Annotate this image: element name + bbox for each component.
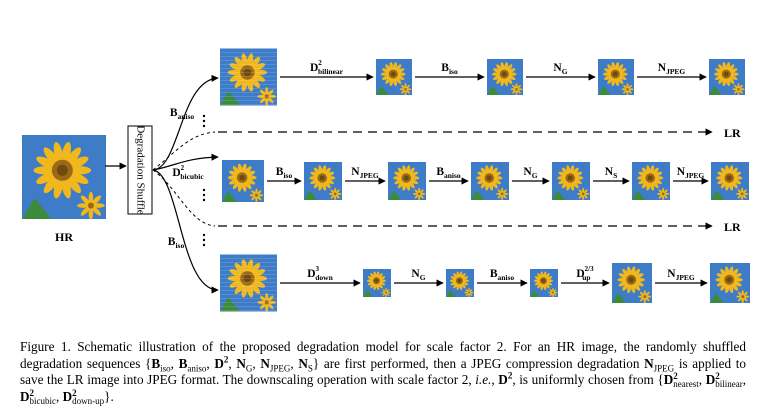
caption-jpeg-op: NJPEG [644, 355, 675, 374]
branch-dashed-upper [152, 131, 216, 171]
branch-op-bottom: Biso [168, 236, 185, 250]
pipeline-1-image-5 [709, 59, 745, 96]
branch-op-label-top: Baniso [170, 107, 195, 121]
pipeline-2-image-3 [388, 162, 426, 201]
pipeline-2-op-4: NG [523, 166, 537, 180]
caption-text-2: } are first performed, then a JPEG compr… [312, 355, 645, 371]
pipeline-3-image-2 [363, 269, 391, 298]
figure-caption: Figure 1. Schematic illustration of the … [20, 339, 746, 405]
pipeline-1-image-2 [376, 59, 412, 96]
pipeline-2-op-3: Baniso [436, 166, 461, 180]
lr-label-upper: LR [724, 126, 741, 140]
pipeline-1-image-4 [598, 59, 634, 96]
pipeline-3-op-5: NJPEG [667, 268, 695, 282]
pipeline-2-image-4 [471, 162, 509, 201]
caption-text-5: , is uniformly chosen from { [512, 372, 664, 388]
lr-label-lower: LR [724, 220, 741, 234]
hr-image-flower [22, 135, 106, 220]
pipeline-2-image-5 [552, 162, 590, 201]
caption-text-4: , [491, 372, 499, 388]
branch-op-top: Baniso [170, 107, 195, 121]
pipeline-3-op-3: Baniso [490, 268, 515, 282]
pipeline-3-op-2: NG [411, 268, 425, 282]
pipeline-3-image-3 [446, 269, 474, 298]
caption-text-6: }. [104, 388, 114, 404]
pipeline-1-op-3: NG [553, 62, 567, 76]
pipeline-3-image-6 [710, 263, 750, 304]
pipeline-3-image-5 [612, 263, 652, 304]
branch-op-label-bottom: Biso [168, 236, 185, 250]
pipeline-2-op-5: NS [605, 166, 617, 180]
pipeline-1-op-4: NJPEG [658, 62, 686, 76]
pipeline-2-op-1: Biso [276, 166, 293, 180]
caption-ie: i.e. [475, 372, 492, 388]
branch-arrow-middle [152, 153, 219, 171]
pipeline-2-op-6: NJPEG [677, 166, 705, 180]
ellipsis-dots [202, 114, 206, 247]
pipeline-2-image-1 [222, 160, 264, 203]
hr-label: HR [55, 230, 73, 244]
degradation-shuffle-box [127, 125, 153, 215]
branch-arrow-bottom [152, 169, 219, 294]
pipeline-1-image-3 [487, 59, 523, 96]
branch-arrow-top [152, 74, 219, 171]
pipeline-3-image-4 [530, 269, 558, 298]
pipeline-2-image-6 [632, 162, 670, 201]
pipeline-2-image-7 [711, 162, 749, 201]
caption-text-3: is applied to save the LR image into JPE… [20, 355, 747, 388]
caption-d2-op: D2 [498, 370, 513, 388]
pipeline-2-image-2 [304, 162, 342, 201]
hr-sunflower-image [22, 135, 106, 220]
pipeline-1-op-2: Biso [441, 62, 458, 76]
degradation-shuffle-label: Degradation Shuffle [134, 125, 146, 214]
pipeline-2-op-2: NJPEG [351, 166, 379, 180]
pipeline-3-image-1 [220, 254, 277, 312]
caption-degradation-set: Biso, Baniso, D2, NG, NJPEG, NS [151, 354, 313, 374]
caption-text-1: Figure 1. Schematic illustration of the … [20, 339, 746, 371]
pipeline-1-image-1 [220, 48, 277, 106]
